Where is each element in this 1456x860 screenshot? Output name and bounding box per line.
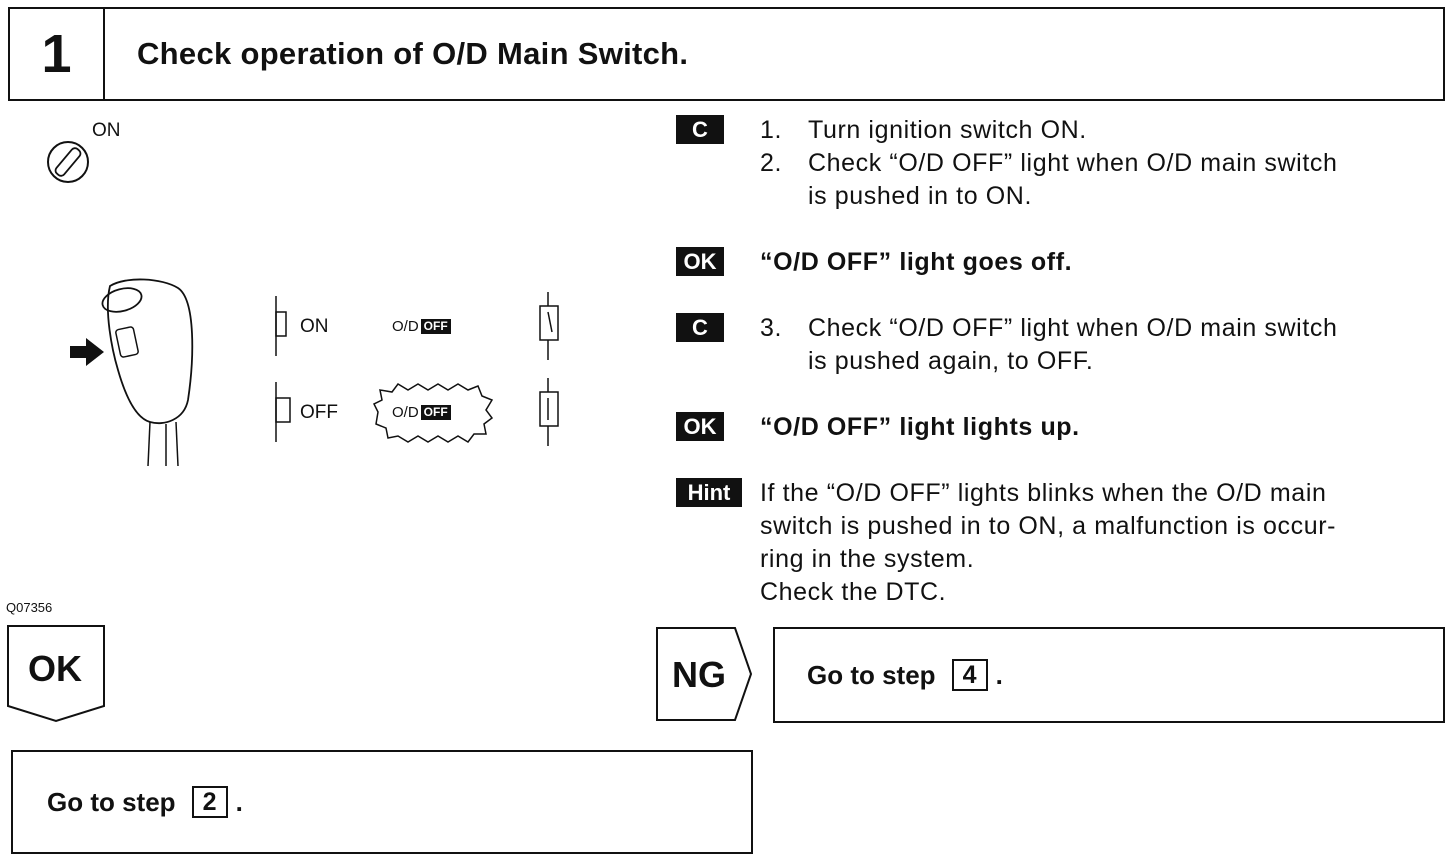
goto-period: . [235, 786, 243, 817]
shift-lever-illustration [101, 278, 194, 467]
step-2-text: Check “O/D OFF” light when O/D main swit… [808, 149, 1338, 177]
goto-text: Go to step [47, 786, 176, 817]
switch-on-label: ON [300, 316, 329, 337]
goto-step-ref: 2 [191, 786, 228, 818]
ok-tag: OK [676, 412, 724, 441]
check-steps-1-2: 1. Turn ignition switch ON. 2. Check “O/D … [760, 114, 1450, 213]
ignition-on-label: ON [92, 120, 121, 141]
step-2-continuation: is pushed in to ON. [808, 182, 1033, 210]
ok-flow-label: OK [28, 648, 82, 689]
switch-off-symbol [275, 382, 291, 442]
step-3-text: Check “O/D OFF” light when O/D main swit… [808, 314, 1338, 342]
ok-result-1: “O/D OFF” light goes off. [760, 248, 1073, 276]
hint-text: If the “O/D OFF” lights blinks when the … [760, 477, 1450, 609]
goto-period: . [995, 659, 1003, 690]
goto-text: Go to step [807, 659, 936, 690]
ok-tag: OK [676, 247, 724, 276]
push-arrow-icon [70, 338, 104, 366]
ignition-key-icon [47, 141, 89, 183]
indicator-off-box: OFF [420, 405, 451, 420]
ng-flow-label: NG [672, 654, 726, 695]
check-step-3: 3. Check “O/D OFF” light when O/D main sw… [760, 312, 1450, 378]
indicator-off-box: OFF [420, 319, 451, 334]
ng-goto-box: Go to step 4 . [773, 627, 1445, 723]
step-number-1: 1. [760, 116, 783, 144]
hint-tag: Hint [676, 478, 742, 507]
page-title: Check operation of O/D Main Switch. [137, 36, 689, 71]
hint-line: switch is pushed in to ON, a malfunction… [760, 512, 1337, 540]
figure-code: Q07356 [6, 600, 53, 615]
step-1-text: Turn ignition switch ON. [808, 116, 1087, 144]
ok-goto-box: Go to step 2 . [11, 750, 753, 854]
od-indicator-on: O/D OFF [392, 318, 451, 335]
ng-flow-arrow [656, 627, 753, 721]
switch-on-symbol [275, 296, 287, 356]
goto-step-ref: 4 [951, 659, 988, 691]
switch-off-label: OFF [300, 402, 338, 423]
indicator-prefix: O/D [392, 404, 419, 421]
step-number: 1 [10, 9, 105, 99]
check-tag: C [676, 115, 724, 144]
contact-open-symbol [539, 292, 559, 360]
ok-result-2: “O/D OFF” light lights up. [760, 413, 1080, 441]
ok-flow-arrow [7, 625, 105, 723]
blink-burst-icon [372, 383, 494, 443]
hint-line: Check the DTC. [760, 578, 947, 606]
step-header: 1 Check operation of O/D Main Switch. [8, 7, 1445, 101]
check-tag: C [676, 313, 724, 342]
hint-line: If the “O/D OFF” lights blinks when the … [760, 479, 1327, 507]
od-indicator-off: O/D OFF [392, 404, 451, 421]
contact-closed-symbol [539, 378, 559, 446]
indicator-prefix: O/D [392, 318, 419, 335]
step-3-continuation: is pushed again, to OFF. [808, 347, 1094, 375]
hint-line: ring in the system. [760, 545, 975, 573]
step-number-3: 3. [760, 314, 783, 342]
step-number-2: 2. [760, 149, 783, 177]
